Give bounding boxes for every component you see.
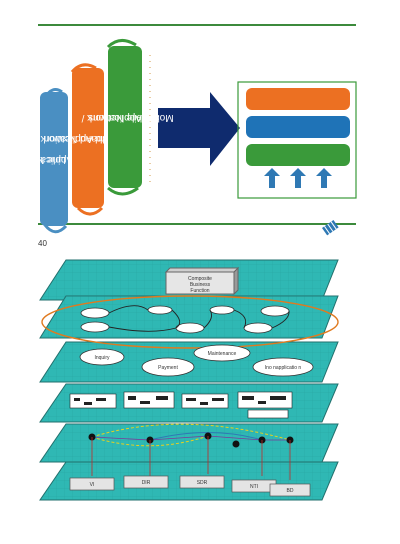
maintenance-node [193,344,251,362]
top-box-line-3: Function [190,288,209,294]
innovation-node [252,357,314,377]
payment-label: Payment [158,365,178,371]
top-box-line-1: Composite [188,276,212,282]
bottom-label-4: NTI [250,484,258,490]
innovation-label: Ino napplicatio n [265,365,302,371]
process-marks [74,396,286,405]
payment-node [141,357,195,377]
inquiry-node [79,348,125,366]
page-number: 40 [38,239,47,248]
top-box-line-2: Business [190,282,211,288]
blue-bar [246,116,350,138]
inquiry-label: Inquiry [94,355,110,361]
bottom-label-1: VI [90,482,95,488]
orange-loop [41,295,339,349]
service-nodes [79,344,314,377]
vertical-connectors [91,436,291,480]
green-bar [246,144,350,166]
mobile-column: Mobile Network / Mobile Applications [82,46,174,188]
orange-bar [246,88,350,110]
fixed-line-column: Fixed Line Network / Fixed Applications [2,92,100,226]
bottom-label-5: BD [287,488,294,494]
maintenance-label: Maintenance [208,351,237,357]
bottom-label-3: SDR [197,480,208,486]
slide-top-rule [38,24,356,26]
bottom-label-2: DIR [142,480,151,486]
broadband-column: Broadband Network / Broadband Applicatio… [35,68,144,208]
composite-business-function-box [164,266,240,296]
slide-bottom-rule [38,223,356,225]
bottom-boxes [69,475,311,497]
